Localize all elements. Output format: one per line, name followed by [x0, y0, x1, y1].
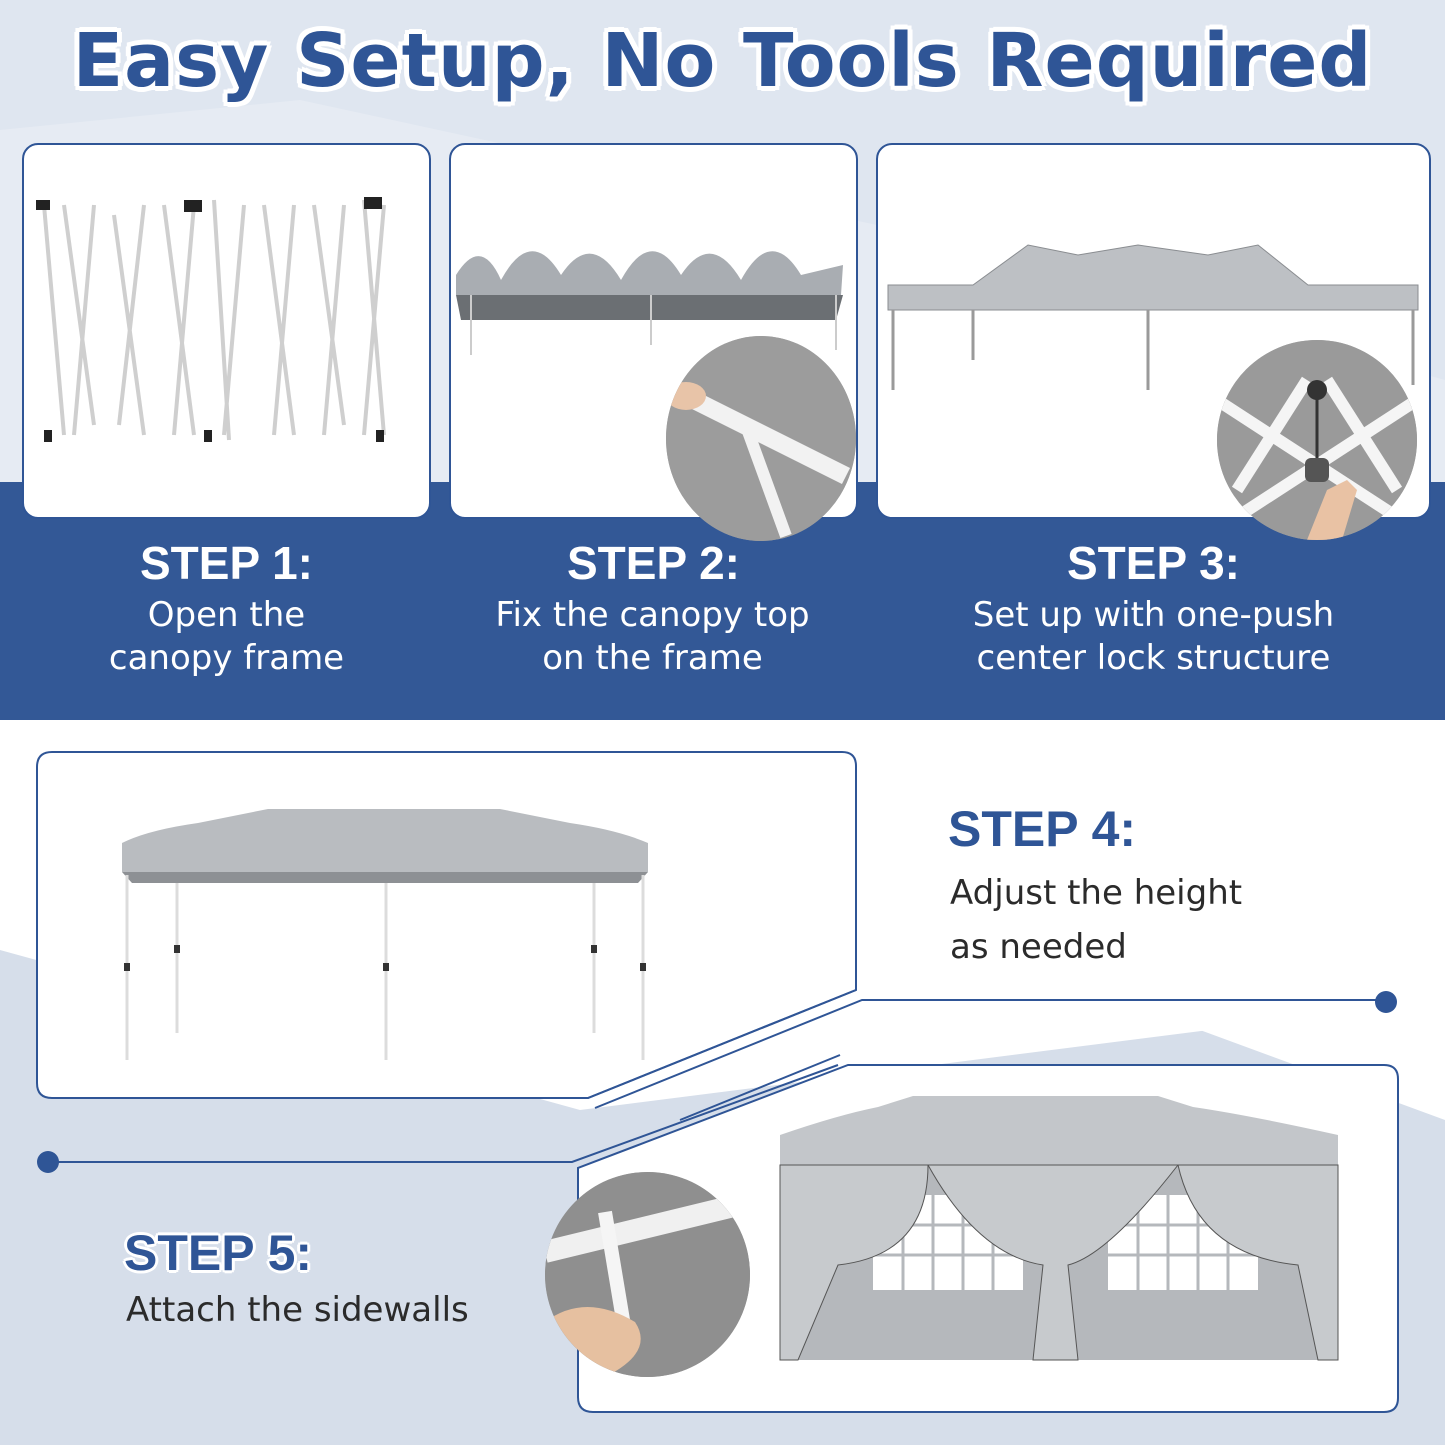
- step-3-line-1: Set up with one-push: [972, 595, 1335, 635]
- step-4-description: Adjust the height as needed: [950, 866, 1242, 974]
- step-3-description: Set up with one-push center lock structu…: [876, 594, 1431, 680]
- canopy-adjustable-legs-image: [122, 809, 648, 1060]
- step-5-heading: STEP 5:: [124, 1225, 313, 1281]
- step-4-line-2: as needed: [950, 927, 1127, 967]
- step-1-line-2: canopy frame: [108, 638, 345, 678]
- step-1-line-1: Open the: [147, 595, 306, 635]
- step-3-image-card: [876, 143, 1431, 519]
- folded-canopy-frame-image: [36, 197, 386, 442]
- step-5-description: Attach the sidewalls: [126, 1290, 469, 1330]
- step-2-description: Fix the canopy top on the frame: [440, 594, 865, 680]
- raised-canopy-image: [887, 244, 1419, 390]
- step-3-heading: STEP 3:: [1067, 537, 1240, 589]
- step-1-image-card: [22, 143, 431, 519]
- step-4-line-1: Adjust the height: [950, 873, 1243, 913]
- sidewall-strap-closeup-inset: [545, 1172, 750, 1377]
- velcro-strap-closeup-inset: [666, 336, 856, 541]
- canopy-top-on-frame-image: [456, 251, 843, 355]
- step-2-line-2: on the frame: [542, 638, 763, 678]
- canopy-with-sidewalls-image: [779, 1096, 1339, 1361]
- step-1-description: Open the canopy frame: [22, 594, 431, 680]
- step-3-line-2: center lock structure: [976, 638, 1331, 678]
- step-2-line-1: Fix the canopy top: [495, 595, 810, 635]
- step-1-heading: STEP 1:: [140, 537, 313, 589]
- step-2-heading: STEP 2:: [567, 537, 740, 589]
- step-4-heading: STEP 4:: [948, 801, 1137, 857]
- page-title: Easy Setup, No Tools Required: [72, 18, 1373, 104]
- center-lock-push-closeup-inset: [1217, 340, 1417, 540]
